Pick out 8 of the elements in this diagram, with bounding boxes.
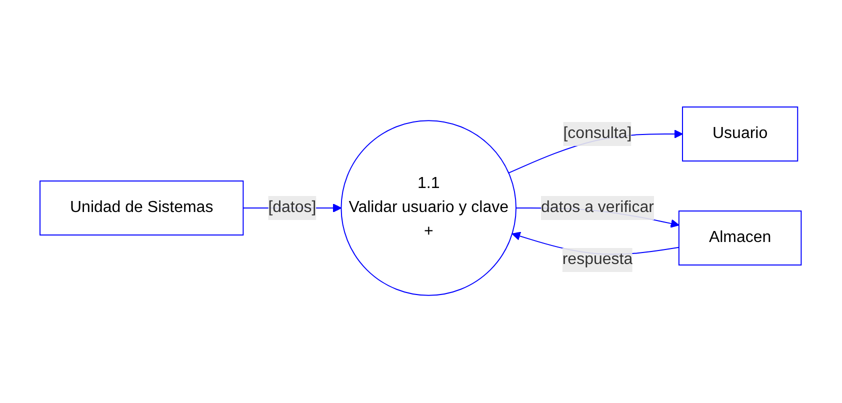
node-box: Usuario bbox=[682, 106, 799, 162]
edge-label: [datos] bbox=[268, 199, 317, 216]
edge-label: [consulta] bbox=[564, 125, 632, 142]
edge-label: respuesta bbox=[562, 251, 634, 268]
node-box: Almacen bbox=[678, 210, 802, 266]
node-box: Unidad de Sistemas bbox=[40, 180, 244, 236]
edge-label: datos a verificar bbox=[541, 199, 654, 216]
node-circle: 1.1 Validar usuario y clave + bbox=[341, 120, 517, 296]
